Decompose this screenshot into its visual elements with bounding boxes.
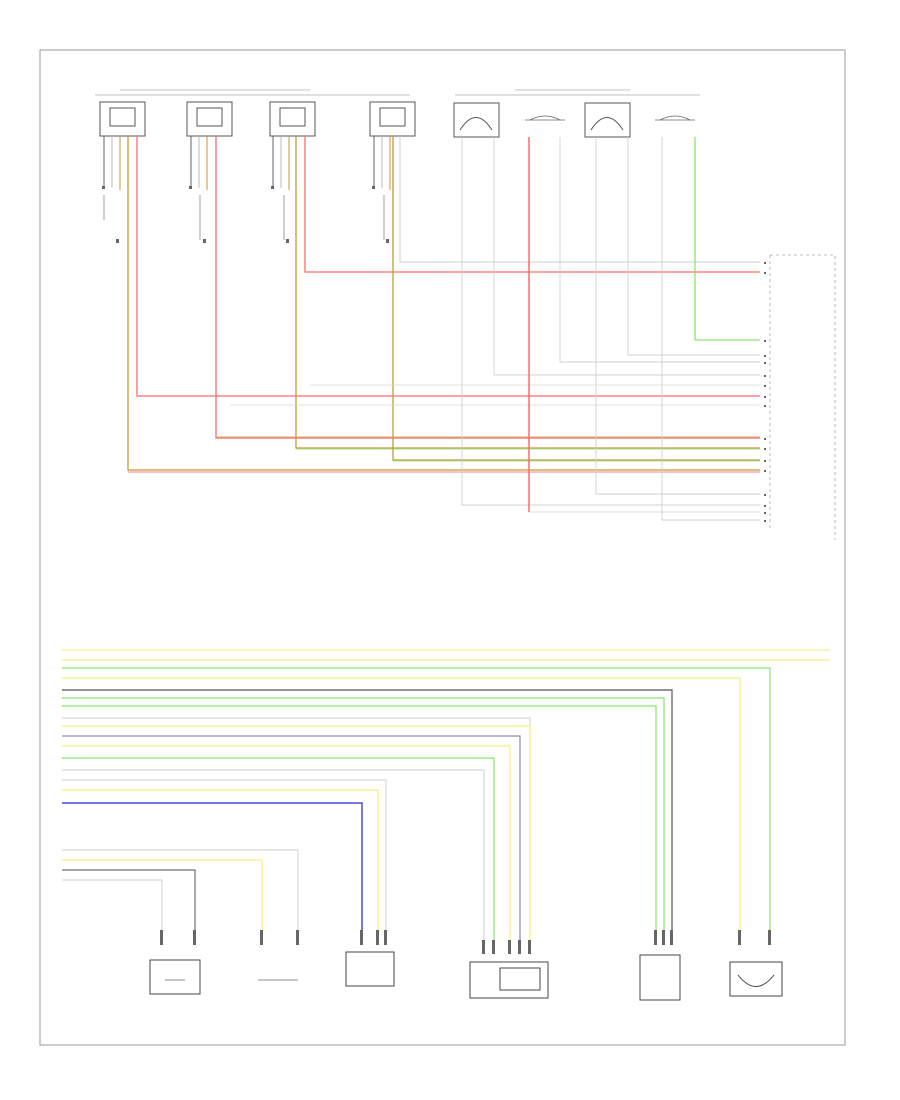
ignition-coil-1 (99, 101, 146, 220)
fuel-injector-1 (453, 102, 500, 138)
sensor-bus-lower (62, 849, 299, 930)
crankshaft-position-sensor (639, 930, 681, 1001)
ignition-coil-4 (369, 101, 416, 240)
intake-temp-sensor (149, 930, 201, 995)
throttle-actuator (729, 930, 783, 997)
diagram-frame (39, 49, 846, 1046)
ecm-pin-markers (764, 262, 766, 522)
engine-control-module (764, 254, 836, 540)
fuel-injector-4 (655, 115, 695, 121)
coolant-temp-sensor (258, 930, 299, 981)
fuel-injector-group (453, 89, 700, 138)
manifold-pressure-sensor (345, 930, 395, 987)
fuel-injector-3 (584, 102, 631, 138)
fuel-injector-2 (525, 115, 565, 121)
top-wiring (127, 136, 760, 521)
ignition-coil-2 (186, 101, 233, 240)
ignition-coil-3 (269, 101, 316, 240)
ground-symbols (102, 186, 389, 243)
ignition-coil-group (95, 89, 416, 243)
camshaft-position-sensor (469, 940, 549, 999)
sensor-bus (62, 649, 830, 940)
